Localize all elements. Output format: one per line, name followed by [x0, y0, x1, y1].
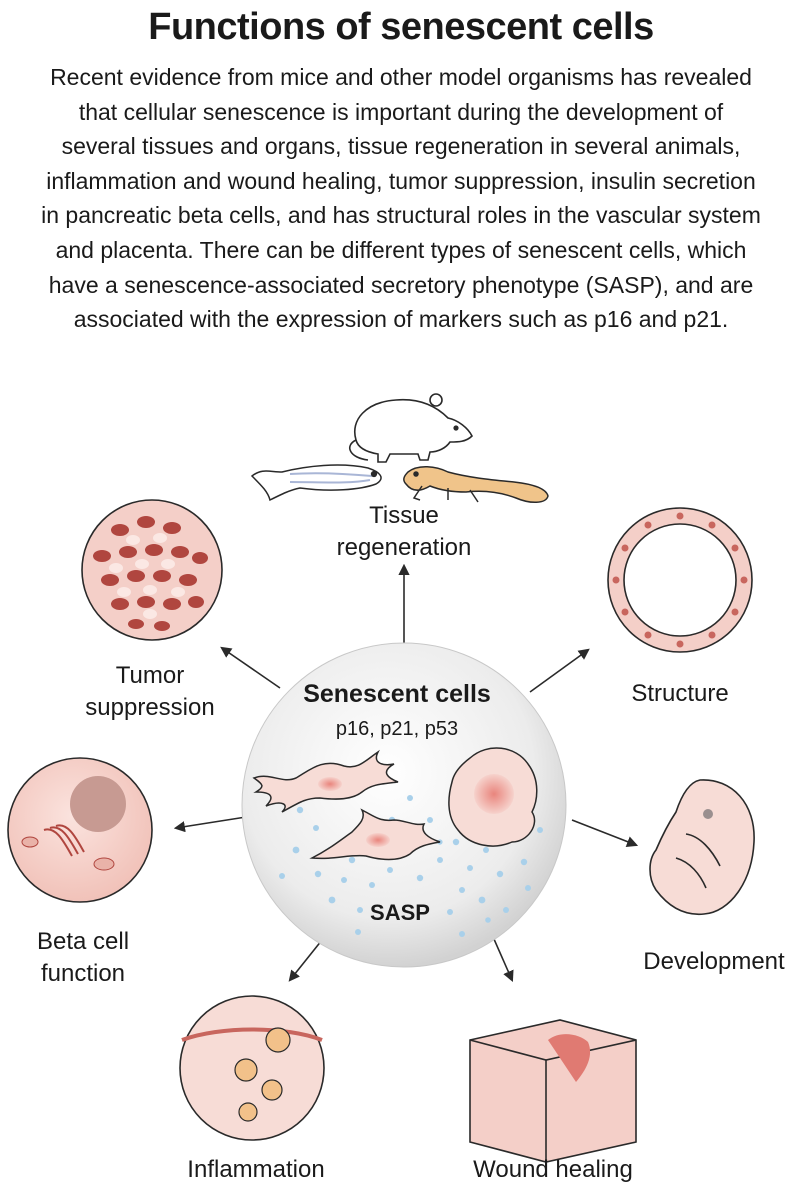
intro-line: have a senescence-associated secretory p… [48, 271, 754, 298]
wound-skin-icon [469, 1019, 637, 1163]
intro-line: that cellular senescence is important du… [78, 98, 724, 125]
senescence-diagram: Senescent cells p16, p21, p53 SASP Tissu… [0, 380, 802, 1200]
arrow-beta-cell [173, 816, 247, 833]
label-tumor-suppression: Tumor suppression [85, 662, 215, 721]
senescent-cells-sphere [241, 642, 567, 968]
sasp-label: SASP [370, 900, 430, 925]
label-tissue-regeneration: Tissue regeneration [336, 502, 472, 561]
beta-cell-icon [7, 757, 153, 903]
intro-line: associated with the expression of marker… [73, 306, 729, 333]
mouse-icon [348, 393, 473, 463]
center-title: Senescent cells [303, 680, 491, 708]
label-beta-cell: Beta cell function [36, 928, 130, 987]
intro-line: several tissues and organs, tissue regen… [61, 133, 741, 160]
intro-line: inflammation and wound healing, tumor su… [46, 167, 756, 194]
embryo-icon [649, 779, 755, 915]
intro-line: in pancreatic beta cells, and has struct… [41, 202, 761, 229]
intro-paragraph: Recent evidence from mice and other mode… [4, 60, 798, 337]
label-inflammation: Inflammation [187, 1156, 325, 1183]
intro-line: Recent evidence from mice and other mode… [50, 64, 752, 90]
zebrafish-icon [250, 464, 382, 502]
arrow-tumor-suppression [220, 646, 281, 689]
tumor-icon [81, 499, 223, 641]
vessel-ring-icon [607, 507, 753, 653]
intro-line: and placenta. There can be different typ… [55, 236, 747, 263]
salamander-icon [403, 466, 549, 503]
label-development: Development [643, 948, 785, 975]
inflamed-tissue-icon [179, 995, 325, 1141]
arrow-structure [529, 648, 590, 693]
page-title: Functions of senescent cells [148, 6, 654, 48]
arrow-development [571, 819, 639, 847]
label-structure: Structure [631, 680, 729, 707]
center-markers: p16, p21, p53 [335, 718, 459, 740]
label-wound-healing: Wound healing [473, 1156, 633, 1183]
